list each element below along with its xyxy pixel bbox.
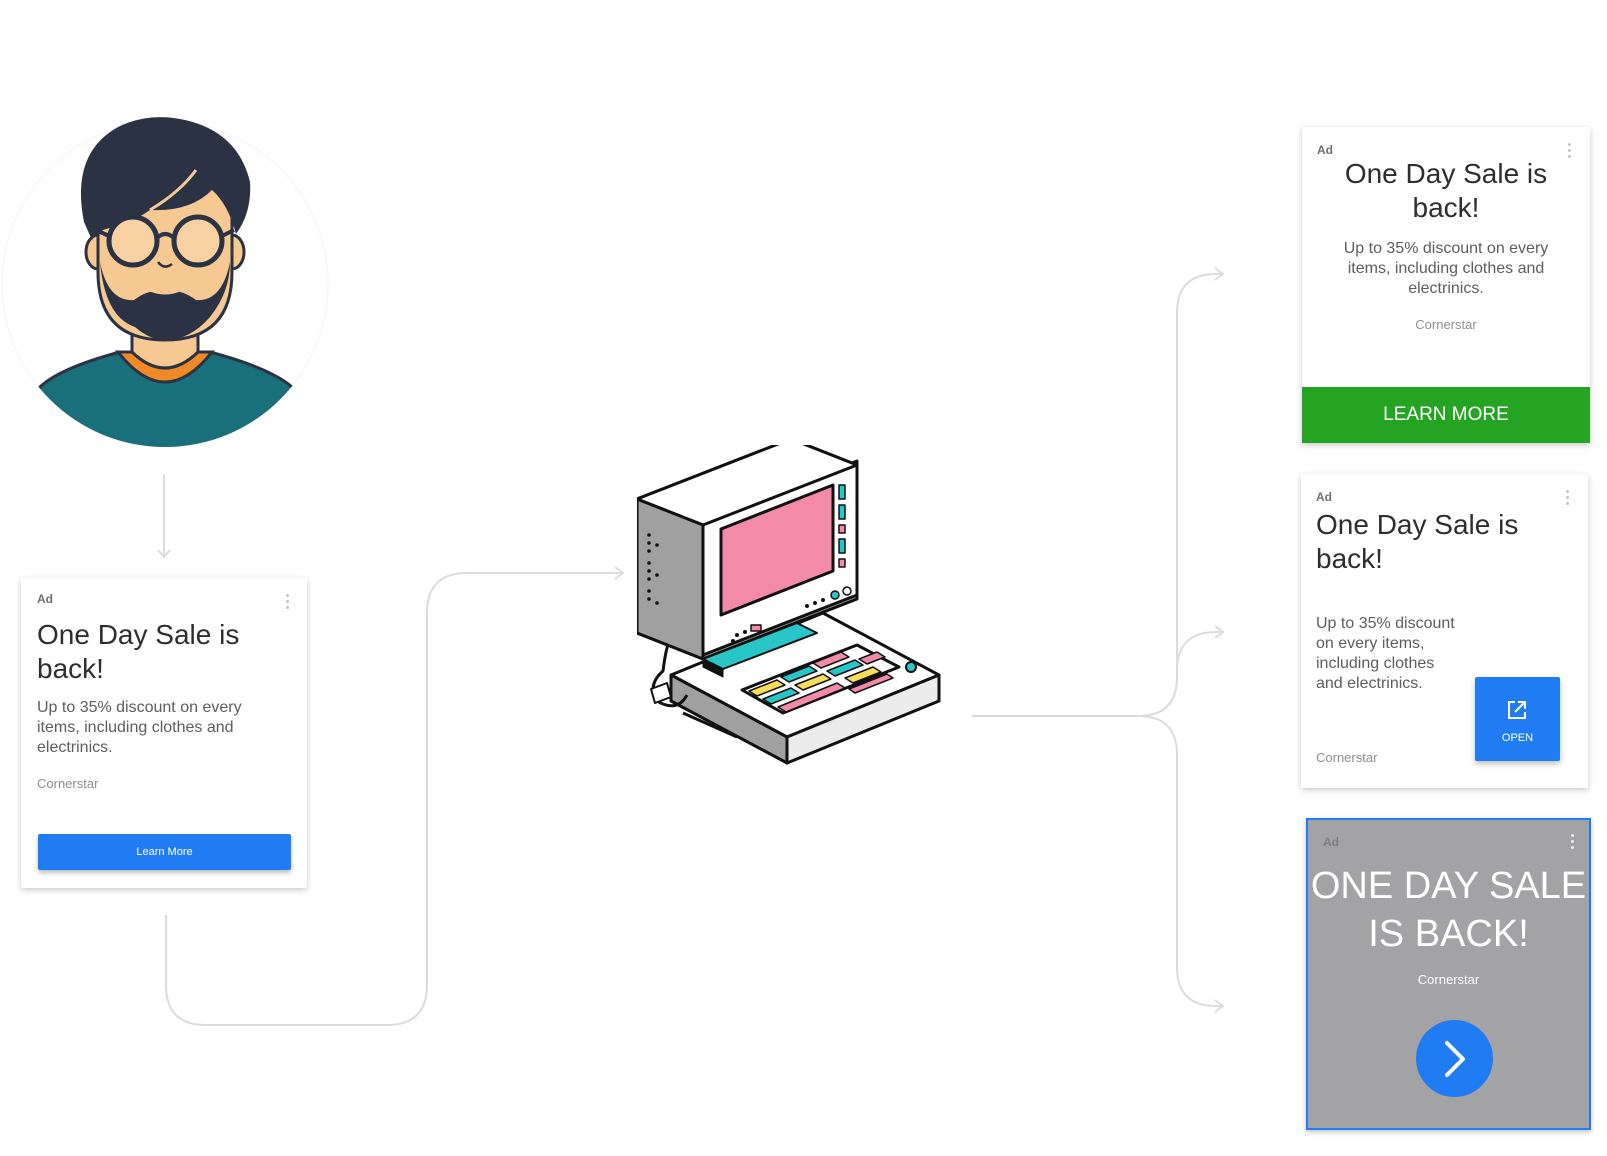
more-options-icon[interactable] <box>1568 143 1572 161</box>
arrowhead-down <box>157 549 171 559</box>
ad-label: Ad <box>1316 490 1332 504</box>
ad-label: Ad <box>1317 143 1333 157</box>
more-options-icon[interactable] <box>1571 834 1575 852</box>
connector-to-variant-green <box>972 273 1222 717</box>
ad-label: Ad <box>37 592 53 606</box>
connector-ad-to-computer <box>165 572 622 1026</box>
chevron-right-icon <box>1445 1041 1465 1077</box>
open-button[interactable]: OPEN <box>1475 677 1560 761</box>
learn-more-button[interactable]: LEARN MORE <box>1302 387 1590 443</box>
user-avatar-illustration <box>1 117 329 448</box>
external-link-icon <box>1508 701 1526 719</box>
ad-headline: ONE DAY SALE IS BACK! <box>1310 865 1587 955</box>
arrowhead-right <box>1214 267 1225 281</box>
ad-card-variant-open[interactable]: Ad One Day Sale is back! Up to 35% disco… <box>1301 474 1588 788</box>
learn-more-button[interactable]: Learn More <box>38 834 291 870</box>
more-options-icon[interactable] <box>286 594 290 612</box>
advertiser-name: Cornerstar <box>1316 750 1378 765</box>
advertiser-name: Cornerstar <box>37 776 99 791</box>
arrowhead-right <box>614 566 625 580</box>
advertiser-name: Cornerstar <box>1415 317 1477 332</box>
retro-computer-illustration <box>637 445 941 765</box>
arrowhead-right <box>1214 999 1225 1013</box>
ad-card-variant-gray[interactable]: Ad ONE DAY SALE IS BACK! Cornerstar <box>1306 818 1591 1130</box>
ad-body: Up to 35% discount on every items, inclu… <box>1343 240 1549 297</box>
ad-body: Up to 35% discount on every items, inclu… <box>1316 615 1455 692</box>
ad-headline: One Day Sale is back! <box>37 619 240 684</box>
next-button[interactable] <box>1416 1020 1493 1097</box>
connector-to-variant-gray <box>1137 715 1222 1007</box>
open-button-label: OPEN <box>1501 732 1534 744</box>
more-options-icon[interactable] <box>1566 490 1570 508</box>
ad-label: Ad <box>1323 835 1339 849</box>
ad-card-original[interactable]: Ad One Day Sale is back! Up to 35% disco… <box>21 578 307 888</box>
connector-to-variant-open <box>1137 631 1222 717</box>
arrowhead-right <box>1214 625 1225 639</box>
ad-body: Up to 35% discount on every items, inclu… <box>37 699 242 756</box>
ad-card-variant-green[interactable]: Ad One Day Sale is back! Up to 35% disco… <box>1302 127 1590 443</box>
ad-headline: One Day Sale is back! <box>1344 158 1548 223</box>
advertiser-name: Cornerstar <box>1417 972 1480 987</box>
ad-headline: One Day Sale is back! <box>1316 509 1519 574</box>
